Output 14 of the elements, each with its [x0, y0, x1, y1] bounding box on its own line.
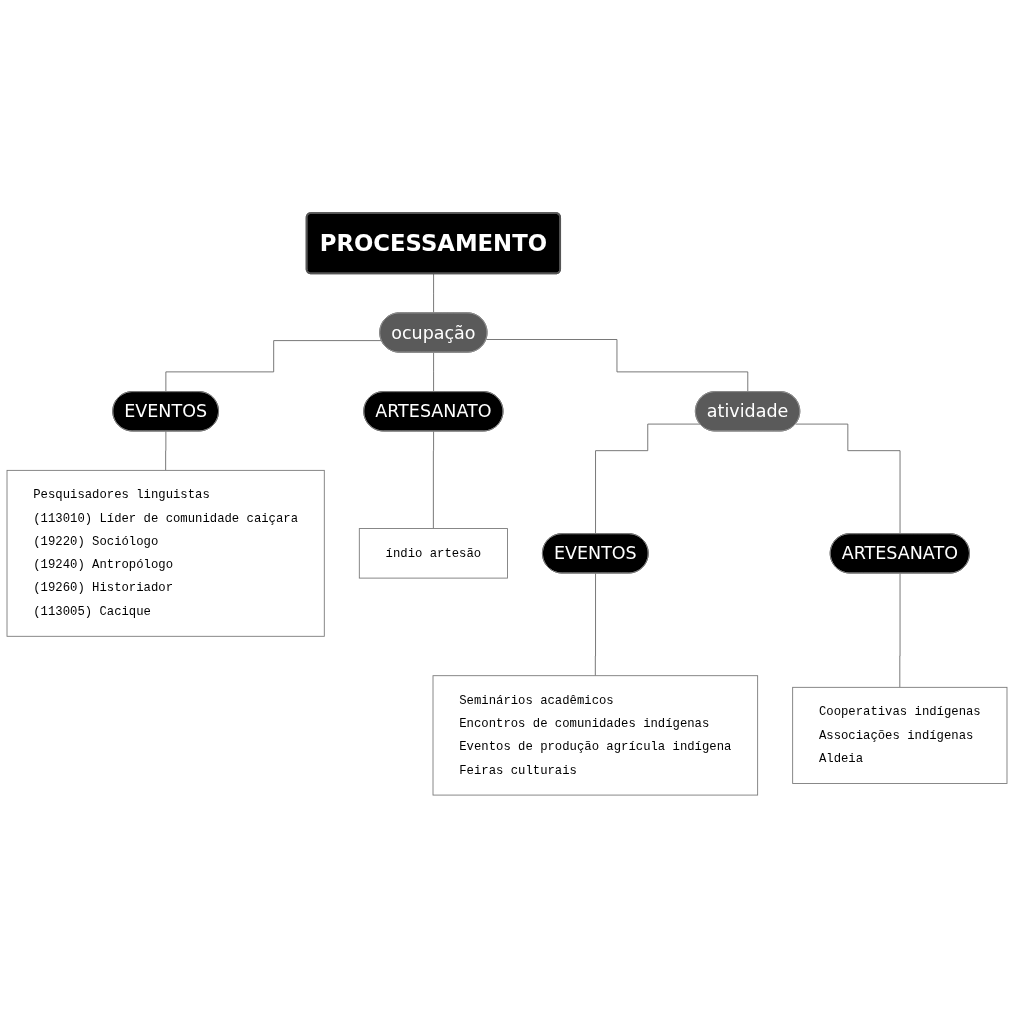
- node-box: índio artesão: [358, 528, 508, 579]
- node-box: Pesquisadores linguistas (113010) Líder de comunidade caiçara (19220) Sociólogo (19240) Antropólogo (19260) Historiador (113005) Cacique: [6, 470, 325, 638]
- connector: [165, 431, 167, 472]
- connector: [899, 573, 901, 689]
- connector: [595, 424, 701, 535]
- connector: [485, 339, 749, 393]
- node-box: Cooperativas indígenas Associações indígenas Aldeia: [792, 687, 1008, 785]
- node-box: Seminários acadêmicos Encontros de comunidades indígenas Eventos de produção agrícula indígena Feiras culturais: [432, 675, 759, 796]
- connector: [165, 340, 383, 393]
- connector: [795, 424, 901, 535]
- connector: [433, 273, 435, 315]
- connector: [594, 573, 597, 677]
- connector: [432, 431, 435, 530]
- connector: [433, 352, 435, 393]
